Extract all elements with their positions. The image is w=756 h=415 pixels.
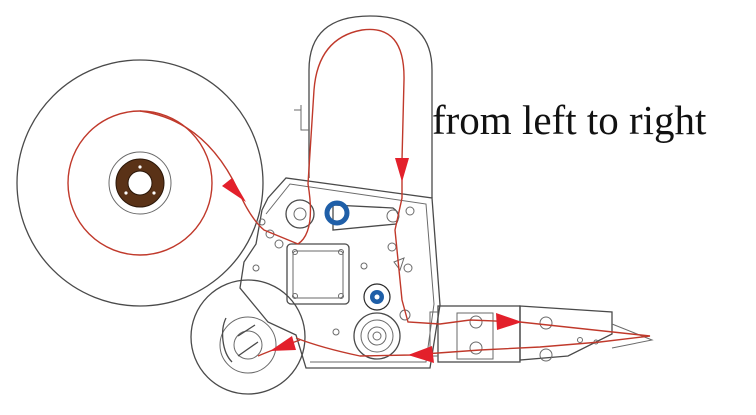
peel-plate-assembly — [429, 305, 654, 363]
direction-caption: from left to right — [432, 97, 707, 143]
arrow-loop-down — [395, 158, 409, 182]
arrow-to-rewind — [270, 336, 296, 351]
loop-arm — [294, 15, 433, 198]
rewind-roll — [190, 279, 306, 395]
machine-frame — [239, 177, 441, 369]
arrow-liner-return — [408, 346, 434, 363]
arrow-to-peel — [496, 313, 522, 330]
blue-roller-upper — [324, 200, 350, 226]
direction-arrows — [222, 158, 522, 363]
arrow-supply — [222, 178, 246, 202]
